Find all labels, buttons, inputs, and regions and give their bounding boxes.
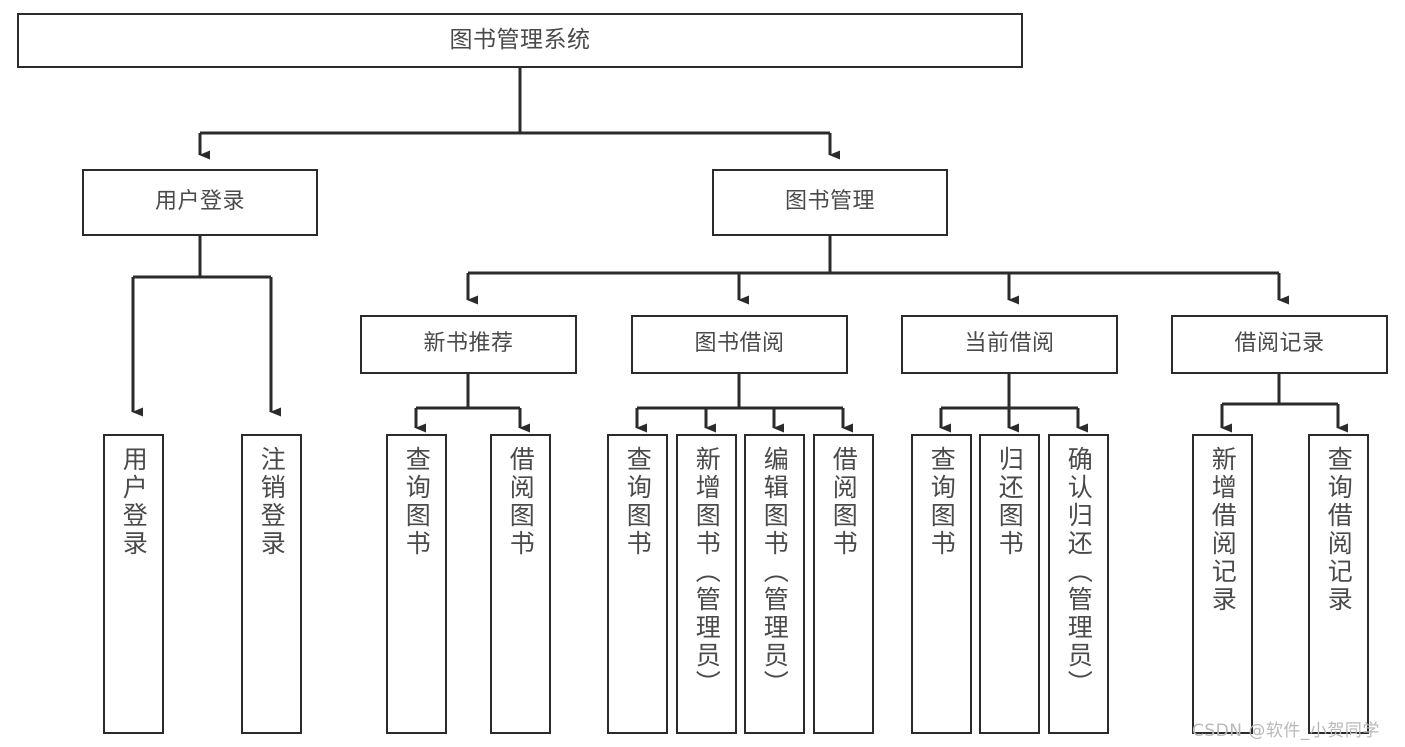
node-label-leaf-borrow-book-1: 借阅图书 bbox=[506, 446, 536, 558]
node-leaf-confirm-return[interactable]: 确认归还（管理员） bbox=[1048, 434, 1109, 734]
node-leaf-query-book-2[interactable]: 查询图书 bbox=[607, 434, 668, 734]
node-leaf-borrow-book-1[interactable]: 借阅图书 bbox=[490, 434, 551, 734]
node-label-leaf-logout-login: 注销登录 bbox=[257, 446, 287, 558]
node-label-leaf-add-book: 新增图书（管理员） bbox=[692, 446, 722, 698]
node-leaf-query-book-3[interactable]: 查询图书 bbox=[911, 434, 972, 734]
node-leaf-logout-login[interactable]: 注销登录 bbox=[241, 434, 302, 734]
node-leaf-return-book[interactable]: 归还图书 bbox=[979, 434, 1040, 734]
node-leaf-add-borrow-record[interactable]: 新增借阅记录 bbox=[1192, 434, 1253, 734]
node-label-current-borrow: 当前借阅 bbox=[964, 331, 1055, 357]
node-leaf-add-book[interactable]: 新增图书（管理员） bbox=[676, 434, 737, 734]
node-label-root: 图书管理系统 bbox=[449, 26, 591, 53]
node-borrow-record[interactable]: 借阅记录 bbox=[1171, 315, 1388, 374]
node-leaf-query-book-1[interactable]: 查询图书 bbox=[386, 434, 447, 734]
csdn-watermark: CSDN @软件_小贺同学 bbox=[1192, 721, 1380, 741]
node-label-leaf-edit-book: 编辑图书（管理员） bbox=[760, 446, 790, 698]
node-label-leaf-user-login: 用户登录 bbox=[119, 446, 149, 558]
node-label-leaf-borrow-book-2: 借阅图书 bbox=[829, 446, 859, 558]
node-label-book-management: 图书管理 bbox=[784, 189, 875, 215]
node-label-leaf-query-book-1: 查询图书 bbox=[402, 446, 432, 558]
node-user-login[interactable]: 用户登录 bbox=[82, 169, 318, 236]
node-leaf-borrow-book-2[interactable]: 借阅图书 bbox=[813, 434, 874, 734]
node-leaf-query-borrow-record[interactable]: 查询借阅记录 bbox=[1308, 434, 1369, 734]
node-label-leaf-confirm-return: 确认归还（管理员） bbox=[1064, 446, 1094, 698]
node-book-borrow[interactable]: 图书借阅 bbox=[631, 315, 848, 374]
node-book-management[interactable]: 图书管理 bbox=[712, 169, 948, 236]
node-label-leaf-query-book-2: 查询图书 bbox=[623, 446, 653, 558]
node-label-borrow-record: 借阅记录 bbox=[1234, 331, 1325, 357]
node-label-leaf-add-borrow-record: 新增借阅记录 bbox=[1208, 446, 1238, 614]
node-current-borrow[interactable]: 当前借阅 bbox=[901, 315, 1118, 374]
node-label-leaf-return-book: 归还图书 bbox=[995, 446, 1025, 558]
node-label-leaf-query-borrow-record: 查询借阅记录 bbox=[1324, 446, 1354, 614]
node-root-book-management-system[interactable]: 图书管理系统 bbox=[17, 13, 1023, 68]
node-label-leaf-query-book-3: 查询图书 bbox=[927, 446, 957, 558]
node-label-new-book-recommend: 新书推荐 bbox=[423, 331, 514, 357]
node-leaf-edit-book[interactable]: 编辑图书（管理员） bbox=[744, 434, 805, 734]
node-leaf-user-login[interactable]: 用户登录 bbox=[103, 434, 164, 734]
node-label-book-borrow: 图书借阅 bbox=[694, 331, 785, 357]
node-new-book-recommend[interactable]: 新书推荐 bbox=[360, 315, 577, 374]
node-label-user-login: 用户登录 bbox=[154, 189, 245, 215]
